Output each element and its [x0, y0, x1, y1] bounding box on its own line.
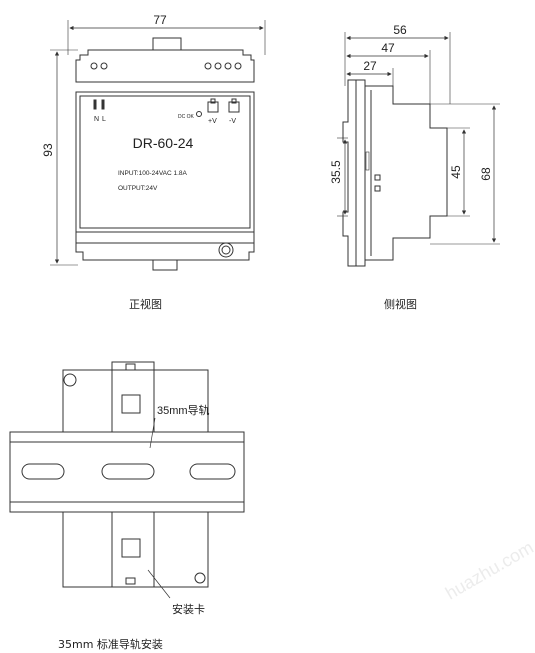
clip-label: 安装卡 — [172, 602, 205, 616]
dc-ok-label: DC OK — [178, 114, 195, 120]
top-din-clip — [152, 37, 182, 51]
dim-68-text: 68 — [479, 167, 493, 181]
terminal-l-label: L — [102, 116, 106, 123]
height-dim-text: 93 — [41, 143, 55, 157]
rail-view-labels: 35mm导轨 安装卡 — [157, 403, 210, 616]
side-view — [337, 32, 500, 267]
watermark-text: huazhu.com — [442, 537, 535, 603]
rail-label: 35mm导轨 — [157, 403, 210, 417]
output-spec-label: OUTPUT:24V — [118, 185, 158, 192]
top-clip — [111, 361, 155, 433]
bottom-clip — [111, 511, 155, 588]
rail-view — [9, 361, 245, 599]
top-housing — [75, 49, 255, 83]
plus-v-label: +V — [208, 118, 217, 125]
bottom-din-clip — [152, 259, 178, 271]
model-label: DR-60-24 — [133, 135, 194, 151]
dim-35-5-text: 35.5 — [329, 160, 343, 184]
front-view — [50, 20, 266, 271]
side-view-caption: 侧视图 — [384, 298, 417, 311]
side-view-labels: 56 47 27 35.5 45 68 — [329, 23, 493, 184]
input-spec-label: INPUT:100-24VAC 1.8A — [118, 170, 188, 177]
minus-v-label: -V — [229, 118, 236, 125]
side-profile — [342, 79, 448, 267]
dim-56-text: 56 — [393, 23, 407, 37]
din-rail — [9, 431, 245, 513]
dim-27-text: 27 — [363, 59, 377, 73]
dim-45-text: 45 — [449, 165, 463, 179]
width-dim-text: 77 — [153, 13, 167, 27]
front-panel — [75, 91, 255, 233]
front-view-caption: 正视图 — [129, 298, 162, 311]
terminal-n-label: N — [94, 116, 99, 123]
dim-47-text: 47 — [381, 41, 395, 55]
front-view-labels: 77 93 N L DC OK +V -V DR-60-24 INPUT:100… — [41, 13, 236, 192]
rail-view-caption: 35mm 标准导轨安装 — [58, 638, 163, 651]
